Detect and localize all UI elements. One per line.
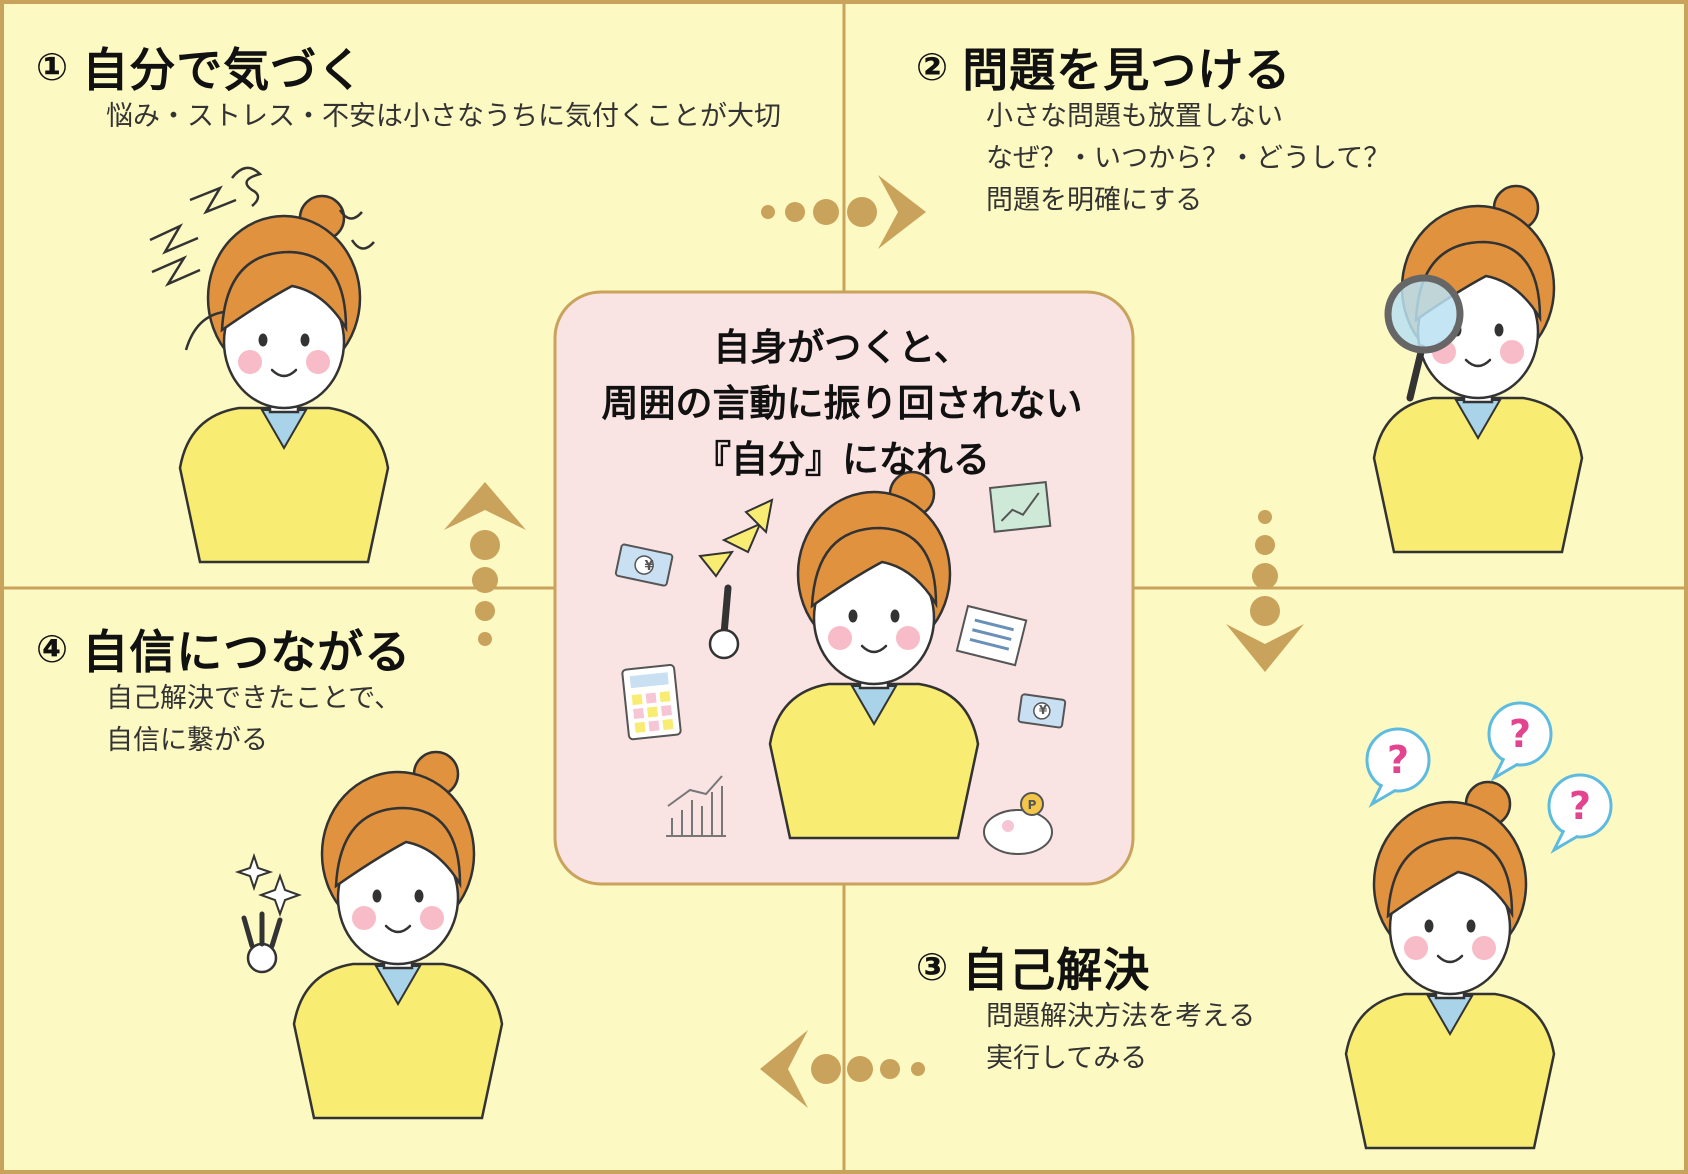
question-mark-2: ? [1509,712,1531,756]
step-1-line-1: 悩み・ストレス・不安は小さなうちに気付くことが大切 [106,101,781,132]
girl-thinking-illustration [1344,780,1556,1150]
step-1-number: ① [36,45,69,89]
step-4-number: ④ [36,627,69,671]
step-2-number: ② [916,45,949,89]
step-2-heading: ② 問題を見つける [916,34,1291,100]
idea-spark-icon [698,498,774,578]
yen-bill-icon-2 [1017,693,1067,729]
document-icon [955,604,1028,667]
step-4-line-1: 自己解決できたことで、 [106,683,402,714]
step-3-title: 自己解決 [962,943,1151,997]
step-2-line-1: 小さな問題も放置しない [986,101,1283,132]
pointing-hand-icon [708,584,740,660]
center-message: 自身がつくと、 周囲の言動に振り回されない 『自分』になれる [553,320,1131,488]
step-3-line-2: 実行してみる [986,1043,1148,1074]
yen-symbol-1: ¥ [644,559,653,574]
girl-confident-illustration [292,750,504,1120]
ok-hand-icon [241,911,283,974]
sparkle-icon [234,852,302,917]
step-1-heading: ① 自分で気づく [36,34,364,100]
yen-bill-icon-1 [614,543,674,587]
step-3-line-1: 問題解決方法を考える [986,1001,1256,1032]
calculator-icon [621,663,682,741]
step-3-heading: ③ 自己解決 [916,934,1150,1000]
arrow-left-icon [760,1030,925,1108]
line-chart-icon [988,481,1052,533]
question-mark-3: ? [1569,784,1591,828]
step-1-description: 悩み・ストレス・不安は小さなうちに気付くことが大切 [106,96,781,138]
step-2-title: 問題を見つける [962,43,1292,97]
center-line-2: 周囲の言動に振り回されない [601,382,1083,425]
arrow-up-icon [444,482,526,646]
center-line-1: 自身がつくと、 [713,326,971,369]
arrow-right-icon [761,175,926,249]
step-4-heading: ④ 自信につながる [36,616,411,682]
girl-stressed-illustration [178,194,390,564]
step-4-line-2: 自信に繋がる [106,725,268,756]
magnifier-icon [1384,274,1464,402]
girl-magnifier-illustration [1372,184,1584,554]
step-2-description: 小さな問題も放置しない なぜ？・いつから？・どうして？ 問題を明確にする [986,96,1390,222]
step-4-description: 自己解決できたことで、 自信に繋がる [106,678,401,762]
step-3-description: 問題解決方法を考える 実行してみる [986,996,1255,1080]
step-2-line-3: 問題を明確にする [986,185,1203,216]
arrow-down-icon [1226,510,1304,672]
bar-growth-icon [666,775,726,837]
stress-lines-icon [149,166,375,287]
point-coin-label: P [1028,798,1037,812]
center-line-3: 『自分』になれる [694,438,990,481]
step-3-number: ③ [916,945,949,989]
yen-symbol-2: ¥ [1039,703,1048,717]
step-2-line-2: なぜ？・いつから？・どうして？ [986,143,1391,174]
step-4-title: 自信につながる [82,625,412,679]
piggy-bank-icon [983,792,1053,855]
question-mark-1: ? [1387,738,1409,782]
step-1-title: 自分で気づく [82,43,365,97]
